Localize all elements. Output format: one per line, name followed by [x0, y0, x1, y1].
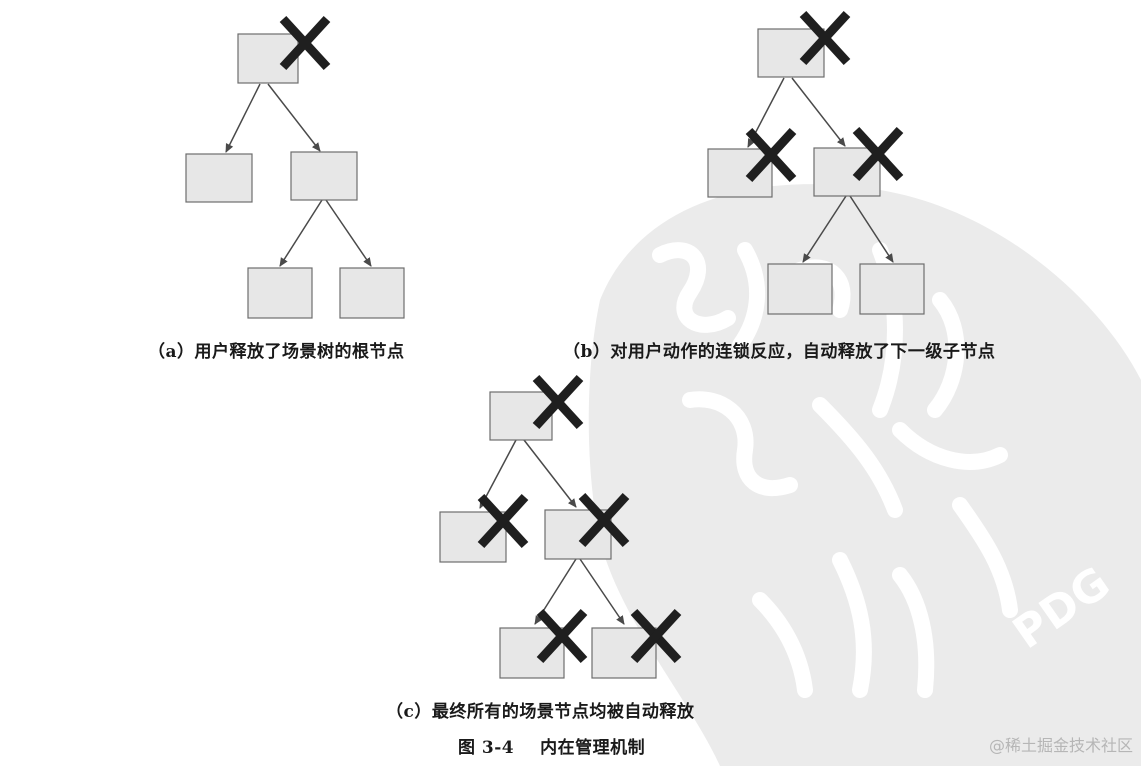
tree-node-right	[290, 151, 358, 201]
tree-edge	[267, 83, 321, 152]
cross-mark-icon	[852, 126, 904, 182]
caption-c: （c）最终所有的场景节点均被自动释放	[386, 702, 695, 722]
seal-watermark: PDG	[588, 184, 1141, 766]
tree-node-left	[185, 153, 253, 203]
tree-diagram-a	[185, 15, 405, 319]
tree-edge	[849, 195, 894, 263]
tree-node-right-right	[859, 263, 925, 315]
tree-node-right-left	[499, 627, 565, 679]
seal-glyph-strokes	[652, 242, 1018, 698]
tree-edge	[791, 77, 846, 147]
cross-mark-icon	[477, 493, 529, 549]
figure-number: 图 3-4	[458, 738, 515, 758]
figure-title: 内在管理机制	[540, 738, 646, 758]
site-watermark: @稀土掘金技术社区	[988, 736, 1133, 755]
seal-background	[588, 184, 1141, 766]
tree-edge	[579, 558, 625, 625]
figure-caption: 图 3-4 内在管理机制	[458, 733, 645, 758]
release-crosses	[745, 10, 904, 183]
tree-node-right-left	[247, 267, 313, 319]
tree-node-left	[439, 511, 507, 563]
cross-mark-icon	[279, 15, 331, 71]
caption-a: （a）用户释放了场景树的根节点	[148, 342, 405, 362]
cross-mark-icon	[578, 492, 630, 548]
cross-mark-icon	[536, 608, 588, 664]
tree-edge	[802, 195, 847, 263]
cross-mark-icon	[745, 127, 797, 183]
nodes	[185, 33, 405, 319]
cross-mark-icon	[532, 374, 584, 430]
tree-edge	[325, 199, 372, 267]
nodes	[439, 391, 657, 679]
release-crosses	[477, 374, 682, 664]
tree-node-right-left	[767, 263, 833, 315]
edges	[225, 83, 372, 267]
caption-b: （b）对用户动作的连锁反应，自动释放了下一级子节点	[563, 342, 996, 362]
cross-mark-icon	[799, 10, 851, 66]
tree-node-right	[813, 147, 881, 197]
tree-diagram-c	[439, 374, 682, 679]
tree-edge	[279, 199, 323, 267]
release-crosses	[279, 15, 331, 71]
tree-node-right-right	[339, 267, 405, 319]
tree-node-left	[707, 148, 773, 198]
cross-mark-icon	[630, 608, 682, 664]
edges	[747, 77, 894, 263]
tree-diagram-b	[707, 10, 925, 315]
tree-edge	[523, 439, 577, 508]
tree-edge	[225, 83, 261, 153]
